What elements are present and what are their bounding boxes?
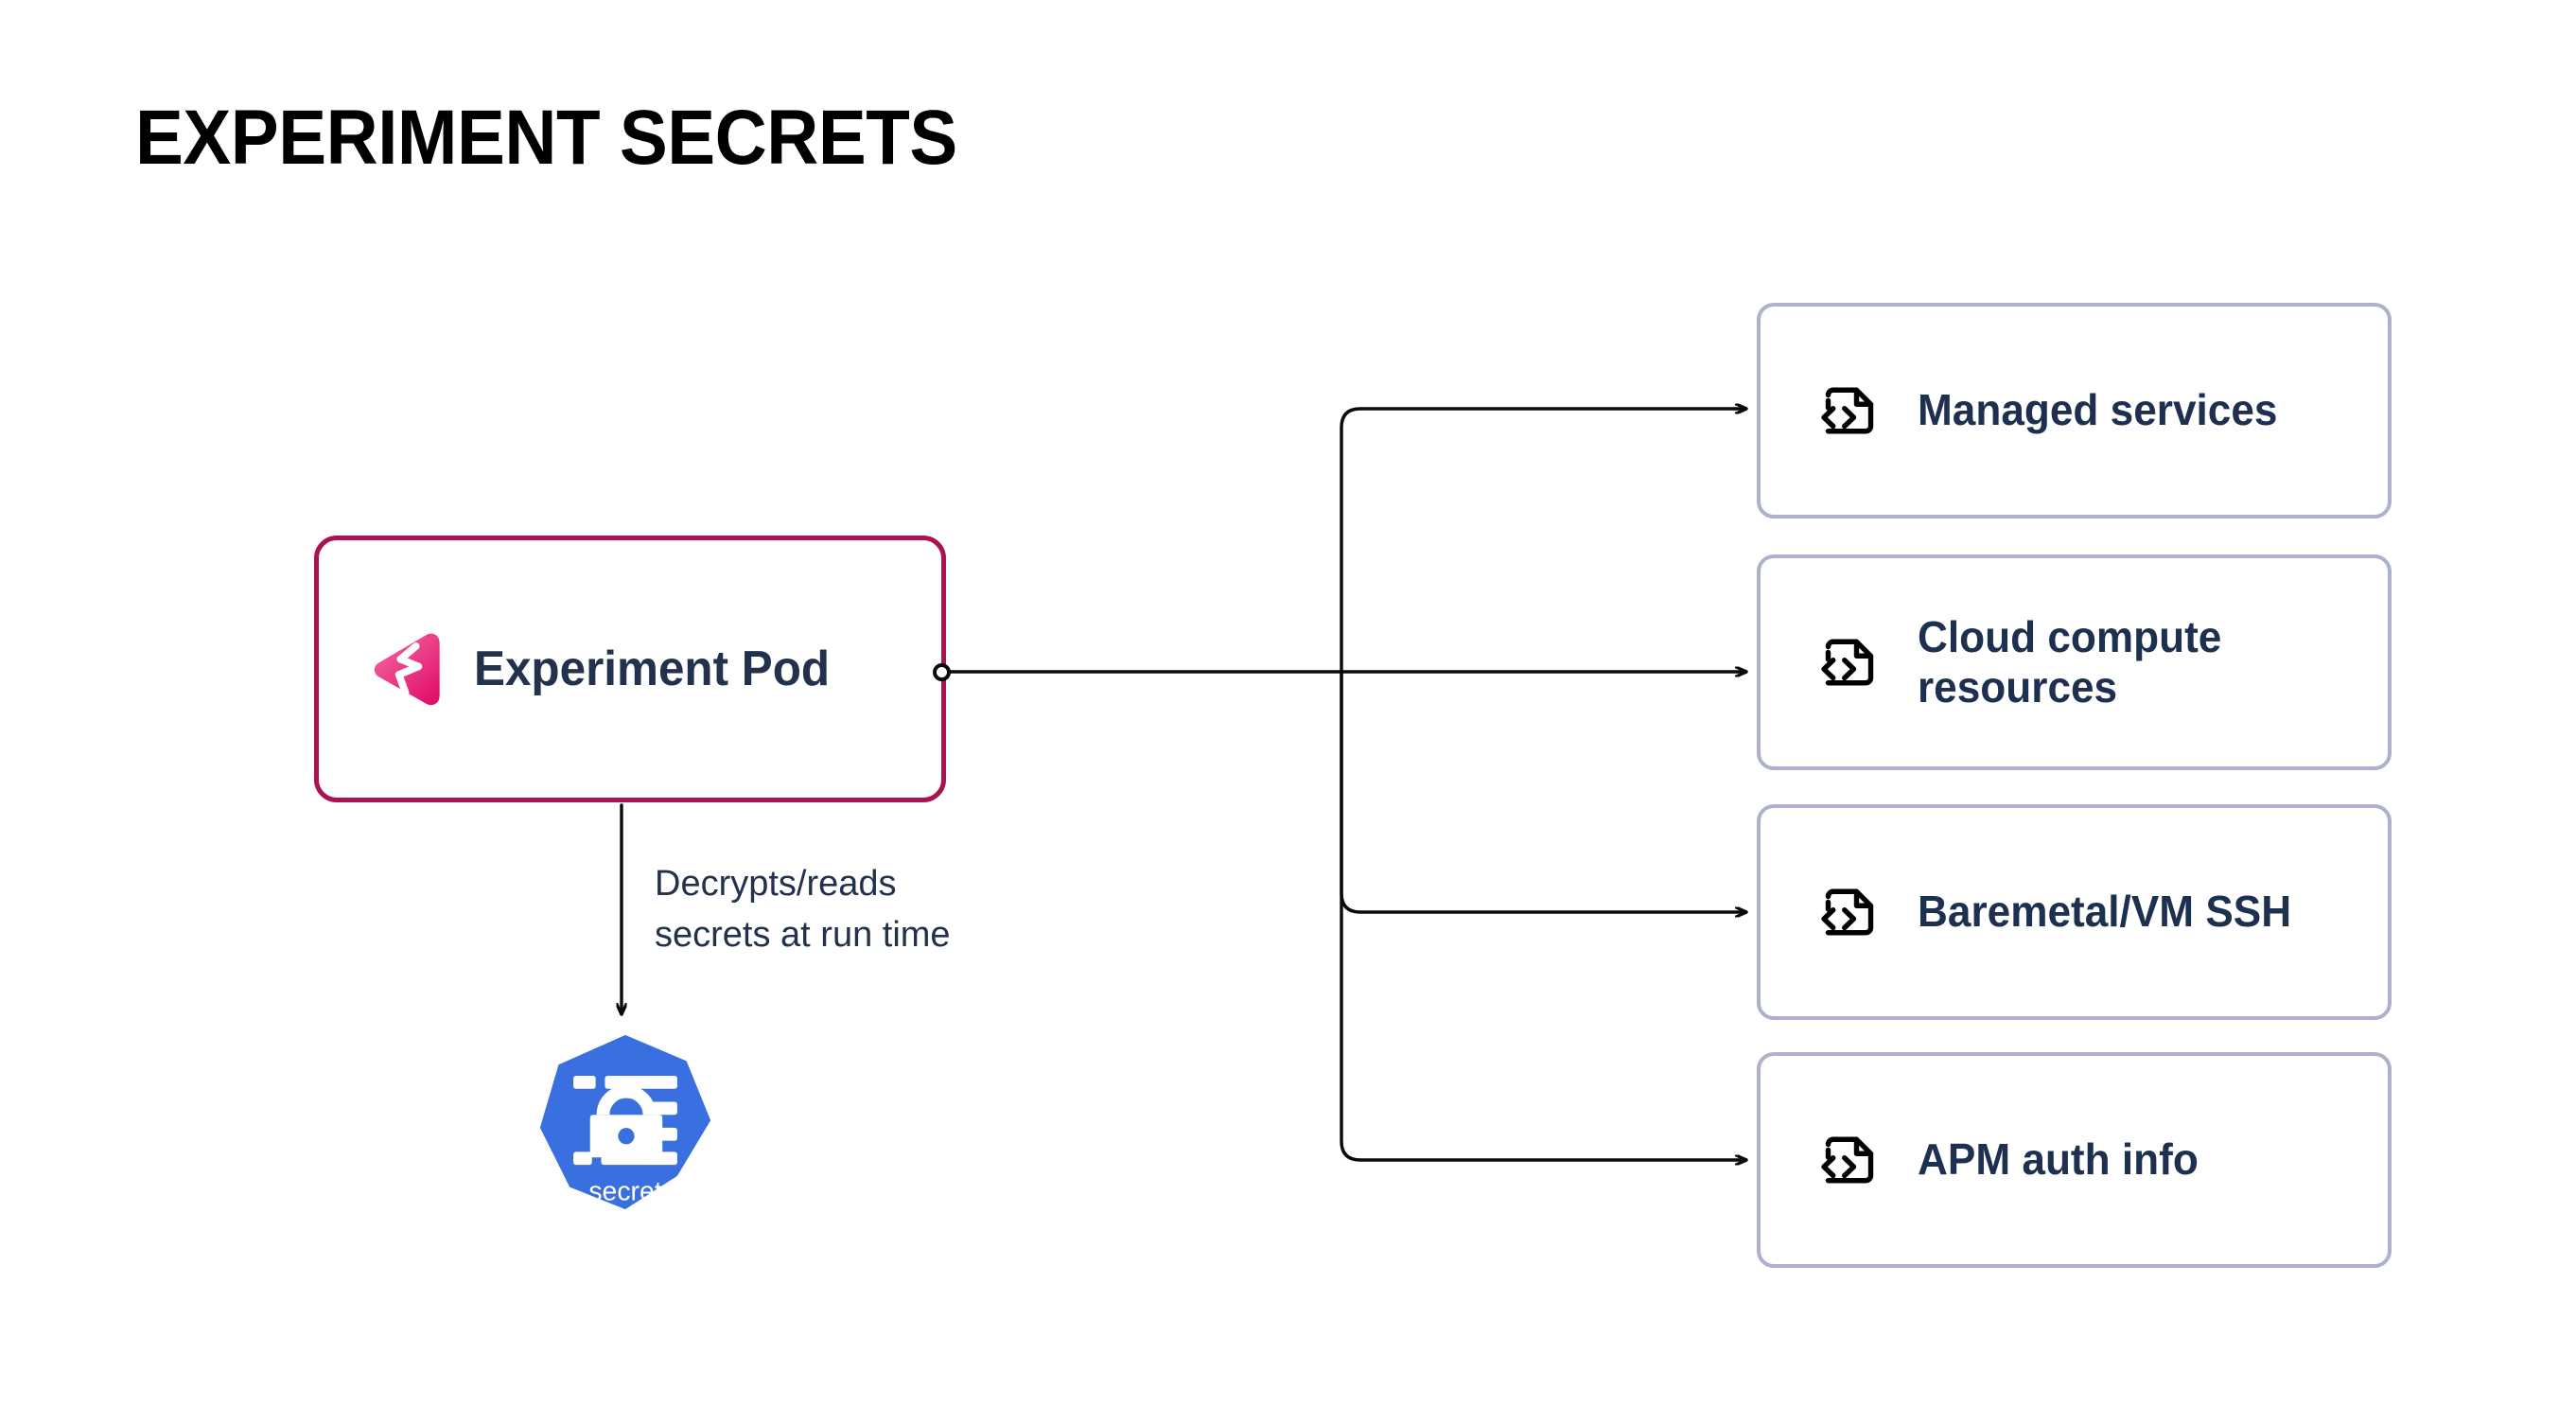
target-card-label: Cloud compute resources bbox=[1918, 611, 2222, 712]
edge-to-managed-services bbox=[1340, 409, 1748, 674]
decrypt-annotation-label: Decrypts/reads secrets at run time bbox=[655, 864, 951, 955]
kubernetes-secret-node[interactable]: secret bbox=[533, 1031, 718, 1217]
target-card-label: Baremetal/VM SSH bbox=[1918, 887, 2292, 937]
target-card-apm-auth-info[interactable]: APM auth info bbox=[1757, 1052, 2392, 1268]
code-file-icon bbox=[1821, 888, 1874, 936]
target-card-cloud-compute-resources[interactable]: Cloud compute resources bbox=[1757, 554, 2392, 770]
edge-to-baremetal-ssh bbox=[1340, 670, 1748, 912]
experiment-pod-node[interactable]: Experiment Pod bbox=[314, 536, 946, 802]
target-card-label: Managed services bbox=[1918, 385, 2278, 435]
experiment-pod-label: Experiment Pod bbox=[474, 641, 831, 696]
pod-output-connector[interactable] bbox=[933, 663, 951, 681]
kubernetes-secret-icon: secret bbox=[539, 1034, 711, 1210]
chaos-mesh-logo-icon bbox=[374, 633, 440, 706]
target-card-managed-services[interactable]: Managed services bbox=[1757, 303, 2392, 518]
edge-to-apm-auth bbox=[1340, 670, 1748, 1160]
target-card-baremetal-vm-ssh[interactable]: Baremetal/VM SSH bbox=[1757, 804, 2392, 1020]
secret-label: secret bbox=[588, 1176, 661, 1206]
code-file-icon bbox=[1821, 639, 1874, 686]
code-file-icon bbox=[1821, 1136, 1874, 1184]
target-card-label: APM auth info bbox=[1918, 1134, 2199, 1185]
page-title: EXPERIMENT SECRETS bbox=[135, 95, 957, 181]
code-file-icon bbox=[1821, 387, 1874, 434]
